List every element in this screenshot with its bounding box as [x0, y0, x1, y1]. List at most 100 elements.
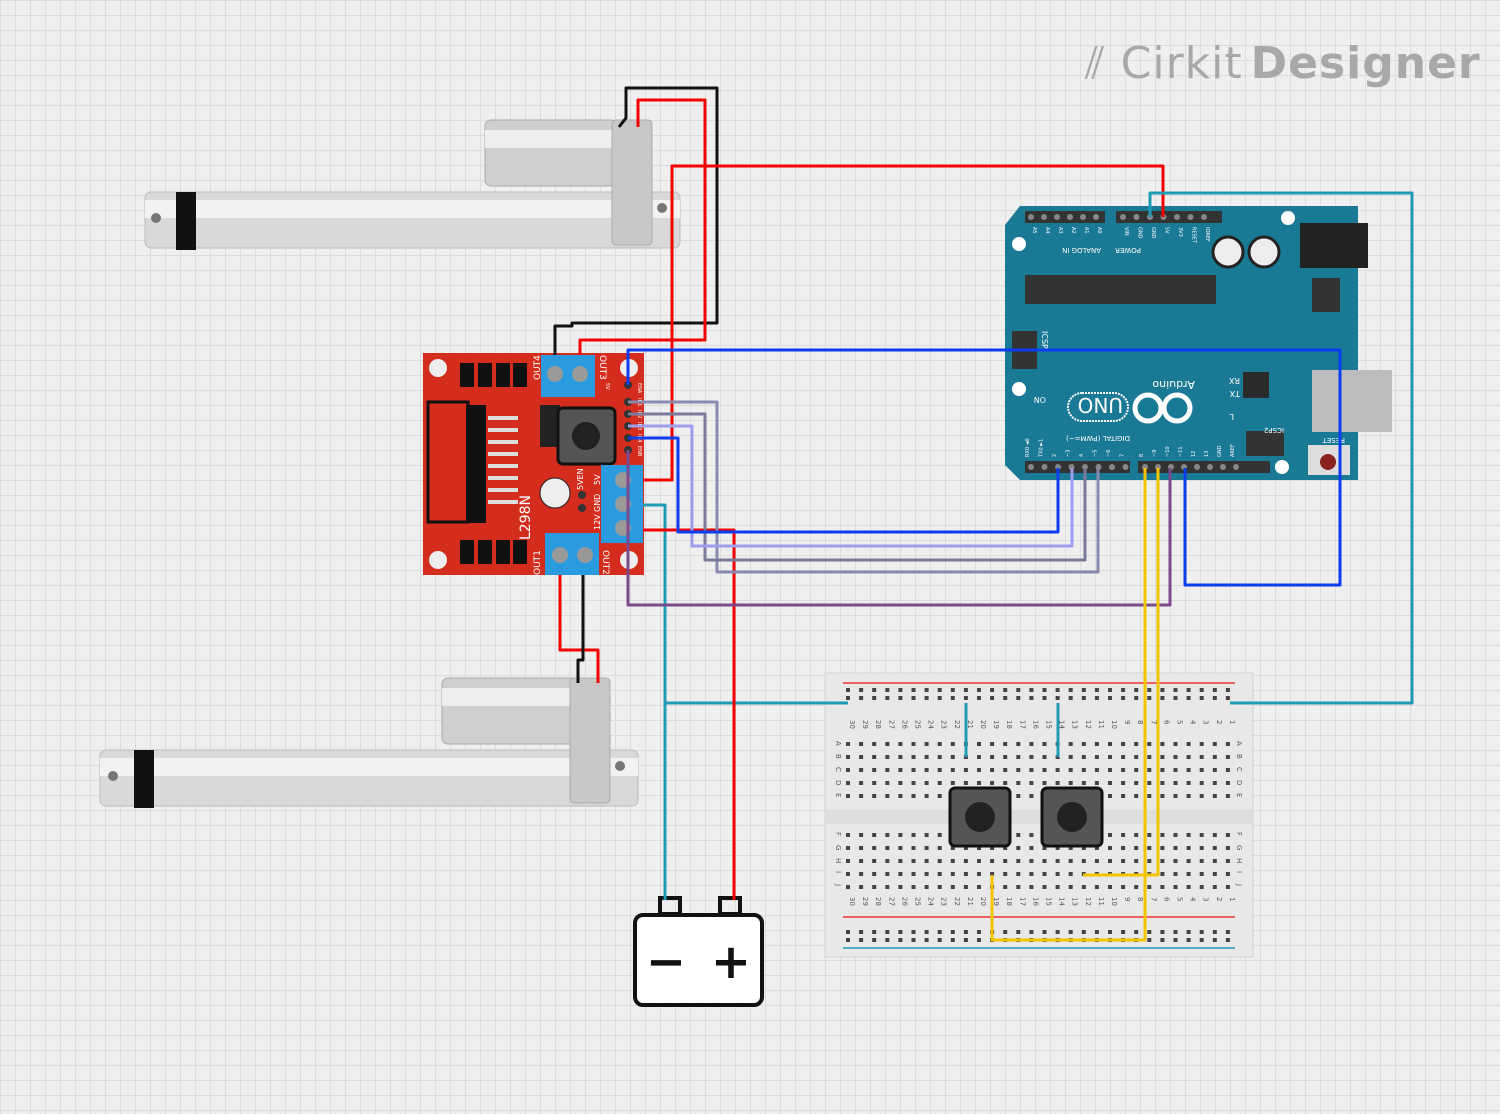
- breadboard-hole[interactable]: [1108, 794, 1112, 798]
- breadboard-hole[interactable]: [885, 794, 890, 798]
- breadboard-hole[interactable]: [885, 872, 890, 876]
- breadboard-hole[interactable]: [1212, 755, 1217, 759]
- breadboard-hole[interactable]: [885, 755, 890, 759]
- breadboard-hole[interactable]: [937, 755, 942, 759]
- breadboard-hole[interactable]: [1173, 781, 1178, 785]
- breadboard-hole[interactable]: [859, 859, 864, 863]
- wire-in2-pin4[interactable]: [628, 412, 1087, 562]
- breadboard-hole[interactable]: [1042, 781, 1047, 785]
- rail-hole[interactable]: [924, 688, 929, 692]
- breadboard-hole[interactable]: [885, 846, 890, 850]
- rail-hole[interactable]: [1068, 688, 1073, 692]
- breadboard-hole[interactable]: [885, 833, 890, 837]
- breadboard-hole[interactable]: [911, 794, 916, 798]
- header-pin[interactable]: [1041, 464, 1048, 470]
- breadboard-hole[interactable]: [885, 768, 890, 772]
- breadboard-hole[interactable]: [1081, 755, 1086, 759]
- breadboard-hole[interactable]: [1016, 846, 1021, 850]
- rail-hole[interactable]: [1199, 930, 1204, 934]
- rail-hole[interactable]: [911, 930, 916, 934]
- wire-in3-pin3[interactable]: [628, 424, 1074, 548]
- breadboard-hole[interactable]: [990, 742, 995, 746]
- rail-hole[interactable]: [1121, 930, 1126, 934]
- wire-enb-pin10[interactable]: [626, 450, 1172, 607]
- breadboard-hole[interactable]: [911, 885, 916, 889]
- breadboard-hole[interactable]: [1003, 768, 1008, 772]
- breadboard-hole[interactable]: [859, 885, 864, 889]
- header-pin[interactable]: [1187, 214, 1194, 220]
- breadboard-hole[interactable]: [846, 755, 850, 759]
- rail-hole[interactable]: [1160, 688, 1165, 692]
- breadboard-hole[interactable]: [1055, 768, 1060, 772]
- breadboard-hole[interactable]: [872, 885, 877, 889]
- breadboard-hole[interactable]: [1068, 846, 1073, 850]
- breadboard-hole[interactable]: [1108, 859, 1112, 863]
- breadboard-hole[interactable]: [1094, 742, 1099, 746]
- rail-hole[interactable]: [1094, 930, 1099, 934]
- breadboard-hole[interactable]: [1212, 833, 1217, 837]
- breadboard-hole[interactable]: [1029, 846, 1034, 850]
- breadboard-hole[interactable]: [846, 885, 850, 889]
- breadboard-hole[interactable]: [1055, 859, 1060, 863]
- breadboard-hole[interactable]: [937, 768, 942, 772]
- breadboard-hole[interactable]: [1212, 885, 1217, 889]
- breadboard-hole[interactable]: [1186, 755, 1191, 759]
- breadboard-hole[interactable]: [1042, 742, 1047, 746]
- breadboard-hole[interactable]: [898, 768, 903, 772]
- breadboard-hole[interactable]: [937, 846, 942, 850]
- wire-12v-battery[interactable]: [643, 528, 736, 900]
- breadboard-hole[interactable]: [1108, 846, 1112, 850]
- breadboard-hole[interactable]: [1003, 742, 1008, 746]
- rail-hole[interactable]: [1042, 696, 1047, 700]
- rail-hole[interactable]: [937, 938, 942, 942]
- breadboard-hole[interactable]: [1068, 781, 1073, 785]
- breadboard-hole[interactable]: [990, 755, 995, 759]
- header-pin[interactable]: [1120, 214, 1126, 220]
- breadboard-hole[interactable]: [1186, 794, 1191, 798]
- breadboard-hole[interactable]: [1121, 833, 1126, 837]
- breadboard-hole[interactable]: [1147, 742, 1152, 746]
- header-pin[interactable]: [1220, 464, 1226, 470]
- breadboard-hole[interactable]: [963, 885, 968, 889]
- rail-hole[interactable]: [1225, 930, 1230, 934]
- breadboard-hole[interactable]: [1199, 781, 1204, 785]
- breadboard-hole[interactable]: [1160, 742, 1165, 746]
- breadboard-hole[interactable]: [990, 768, 995, 772]
- breadboard-hole[interactable]: [1199, 872, 1204, 876]
- wire-out3-actuator1-red[interactable]: [578, 98, 707, 355]
- breadboard-hole[interactable]: [1173, 872, 1178, 876]
- breadboard-hole[interactable]: [846, 846, 850, 850]
- rail-hole[interactable]: [1134, 688, 1139, 692]
- battery[interactable]: − +: [633, 896, 764, 1007]
- wire-ena-pin11[interactable]: [626, 348, 1342, 587]
- breadboard-hole[interactable]: [1068, 872, 1073, 876]
- breadboard-hole[interactable]: [898, 872, 903, 876]
- breadboard-hole[interactable]: [846, 859, 850, 863]
- breadboard-hole[interactable]: [898, 781, 903, 785]
- rail-hole[interactable]: [1068, 696, 1073, 700]
- breadboard-hole[interactable]: [924, 885, 929, 889]
- breadboard-hole[interactable]: [872, 755, 877, 759]
- breadboard-hole[interactable]: [872, 781, 877, 785]
- rail-hole[interactable]: [1199, 696, 1204, 700]
- breadboard-hole[interactable]: [1094, 755, 1099, 759]
- breadboard-hole[interactable]: [859, 742, 864, 746]
- breadboard-hole[interactable]: [1003, 781, 1008, 785]
- rail-hole[interactable]: [1003, 696, 1008, 700]
- rail-hole[interactable]: [977, 696, 981, 700]
- rail-hole[interactable]: [937, 696, 942, 700]
- breadboard-hole[interactable]: [872, 742, 877, 746]
- wire-5v[interactable]: [643, 164, 1165, 482]
- breadboard-hole[interactable]: [950, 768, 955, 772]
- breadboard-hole[interactable]: [1147, 768, 1152, 772]
- breadboard-hole[interactable]: [924, 859, 929, 863]
- breadboard-hole[interactable]: [1042, 859, 1047, 863]
- rail-hole[interactable]: [1016, 930, 1021, 934]
- breadboard-hole[interactable]: [1081, 885, 1086, 889]
- breadboard-hole[interactable]: [1160, 781, 1165, 785]
- breadboard-hole[interactable]: [1042, 755, 1047, 759]
- breadboard-hole[interactable]: [1134, 755, 1139, 759]
- breadboard-hole[interactable]: [963, 859, 968, 863]
- breadboard-hole[interactable]: [1016, 885, 1021, 889]
- breadboard-hole[interactable]: [859, 794, 864, 798]
